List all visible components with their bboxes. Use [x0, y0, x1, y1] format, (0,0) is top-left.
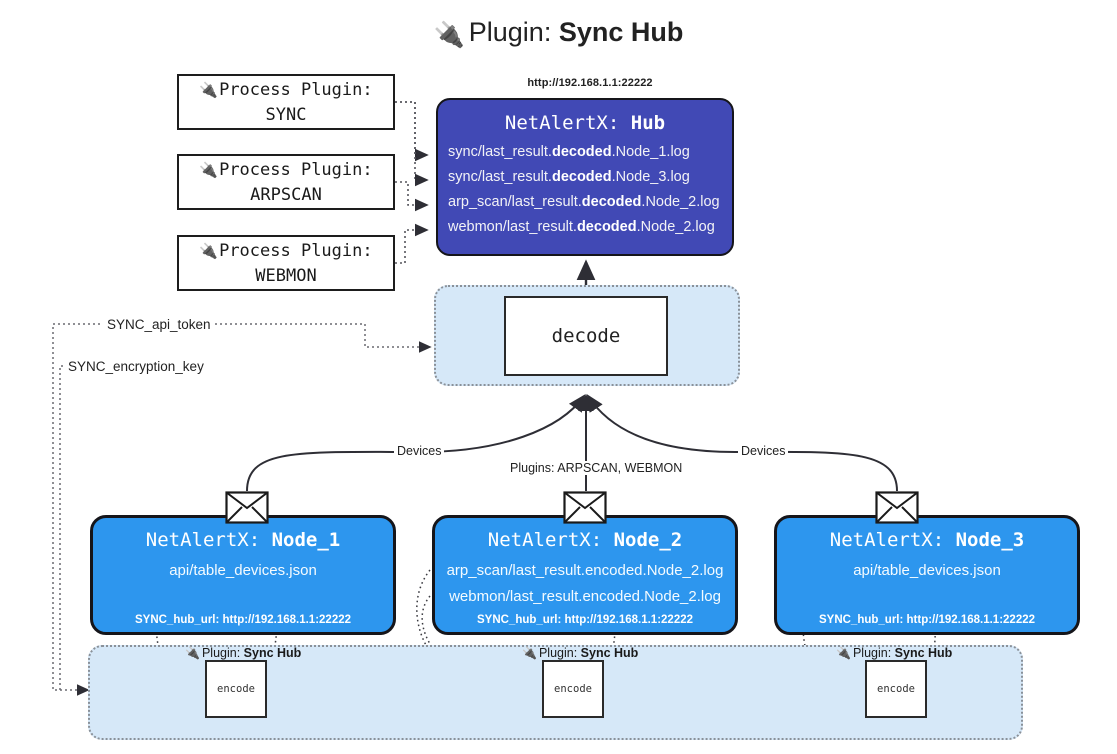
process-plugin-box-arpscan[interactable]: 🔌Process Plugin: ARPSCAN [177, 154, 395, 210]
plug-icon: 🔌 [433, 21, 465, 49]
node-title: NetAlertX: Node_1 [145, 529, 341, 551]
hub-node[interactable]: NetAlertX: Hub sync/last_result.decoded.… [436, 98, 734, 256]
encode-box[interactable]: encode [205, 660, 267, 718]
node-line: arp_scan/last_result.encoded.Node_2.log [446, 562, 724, 579]
node-box-node-2[interactable]: NetAlertX: Node_2 arp_scan/last_result.e… [432, 515, 738, 635]
encode-plugin-tag: 🔌Plugin: Sync Hub [185, 646, 302, 660]
node-line: api/table_devices.json [853, 562, 1001, 579]
page-title-name: Sync Hub [558, 17, 684, 47]
process-plugin-box-sync[interactable]: 🔌Process Plugin: SYNC [177, 74, 395, 130]
hub-url-label: http://192.168.1.1:22222 [527, 77, 653, 89]
process-plugin-name: SYNC [265, 105, 307, 125]
node-line-list: arp_scan/last_result.encoded.Node_2.log … [435, 558, 735, 610]
envelope-icon [875, 491, 919, 524]
hub-log-item: sync/last_result.decoded.Node_1.log [448, 144, 690, 160]
node-line: webmon/last_result.encoded.Node_2.log [449, 588, 721, 605]
process-plugin-box-webmon[interactable]: 🔌Process Plugin: WEBMON [177, 235, 395, 291]
plug-icon: 🔌 [836, 646, 851, 660]
process-plugin-label: Process Plugin: [219, 160, 373, 180]
hub-log-item: arp_scan/last_result.decoded.Node_2.log [448, 194, 720, 210]
encode-plugin-tag: 🔌Plugin: Sync Hub [522, 646, 639, 660]
node-line-list: api/table_devices.json [93, 558, 393, 584]
encode-box[interactable]: encode [542, 660, 604, 718]
envelope-icon [225, 491, 269, 524]
page-title: 🔌Plugin: Sync Hub [0, 16, 1117, 49]
process-plugin-label: Process Plugin: [219, 80, 373, 100]
hub-title-prefix: NetAlertX: [504, 112, 620, 134]
plug-icon: 🔌 [522, 646, 537, 660]
sync-encryption-key-label: SYNC_encryption_key [64, 359, 208, 374]
node-line-list: api/table_devices.json [777, 558, 1077, 584]
sync-api-token-label: SYNC_api_token [103, 317, 215, 332]
process-plugin-name: ARPSCAN [250, 185, 322, 205]
node-title: NetAlertX: Node_3 [829, 529, 1025, 551]
edge-label-devices-right: Devices [738, 444, 789, 458]
hub-title: NetAlertX: Hub [438, 112, 732, 134]
encode-plugin-tag: 🔌Plugin: Sync Hub [836, 646, 953, 660]
plug-icon: 🔌 [199, 81, 219, 99]
node-box-node-3[interactable]: NetAlertX: Node_3 api/table_devices.json… [774, 515, 1080, 635]
hub-title-name: Hub [630, 112, 666, 134]
hub-log-list: sync/last_result.decoded.Node_1.log sync… [438, 140, 732, 240]
process-plugin-name: WEBMON [255, 266, 317, 286]
edge-label-devices-left: Devices [394, 444, 445, 458]
plug-icon: 🔌 [185, 646, 200, 660]
decode-box[interactable]: decode [504, 296, 668, 376]
node-hub-url-label: SYNC_hub_url: http://192.168.1.1:22222 [476, 614, 694, 626]
plug-icon: 🔌 [199, 242, 219, 260]
page-title-prefix: Plugin: [468, 17, 552, 47]
hub-log-item: sync/last_result.decoded.Node_3.log [448, 169, 690, 185]
node-title: NetAlertX: Node_2 [487, 529, 683, 551]
node-hub-url-label: SYNC_hub_url: http://192.168.1.1:22222 [134, 614, 352, 626]
node-line: api/table_devices.json [169, 562, 317, 579]
node-hub-url-label: SYNC_hub_url: http://192.168.1.1:22222 [818, 614, 1036, 626]
encode-box[interactable]: encode [865, 660, 927, 718]
process-plugin-label: Process Plugin: [219, 241, 373, 261]
plug-icon: 🔌 [199, 161, 219, 179]
envelope-icon [563, 491, 607, 524]
edge-label-plugins: Plugins: ARPSCAN, WEBMON [507, 461, 686, 475]
hub-log-item: webmon/last_result.decoded.Node_2.log [448, 219, 715, 235]
node-box-node-1[interactable]: NetAlertX: Node_1 api/table_devices.json… [90, 515, 396, 635]
